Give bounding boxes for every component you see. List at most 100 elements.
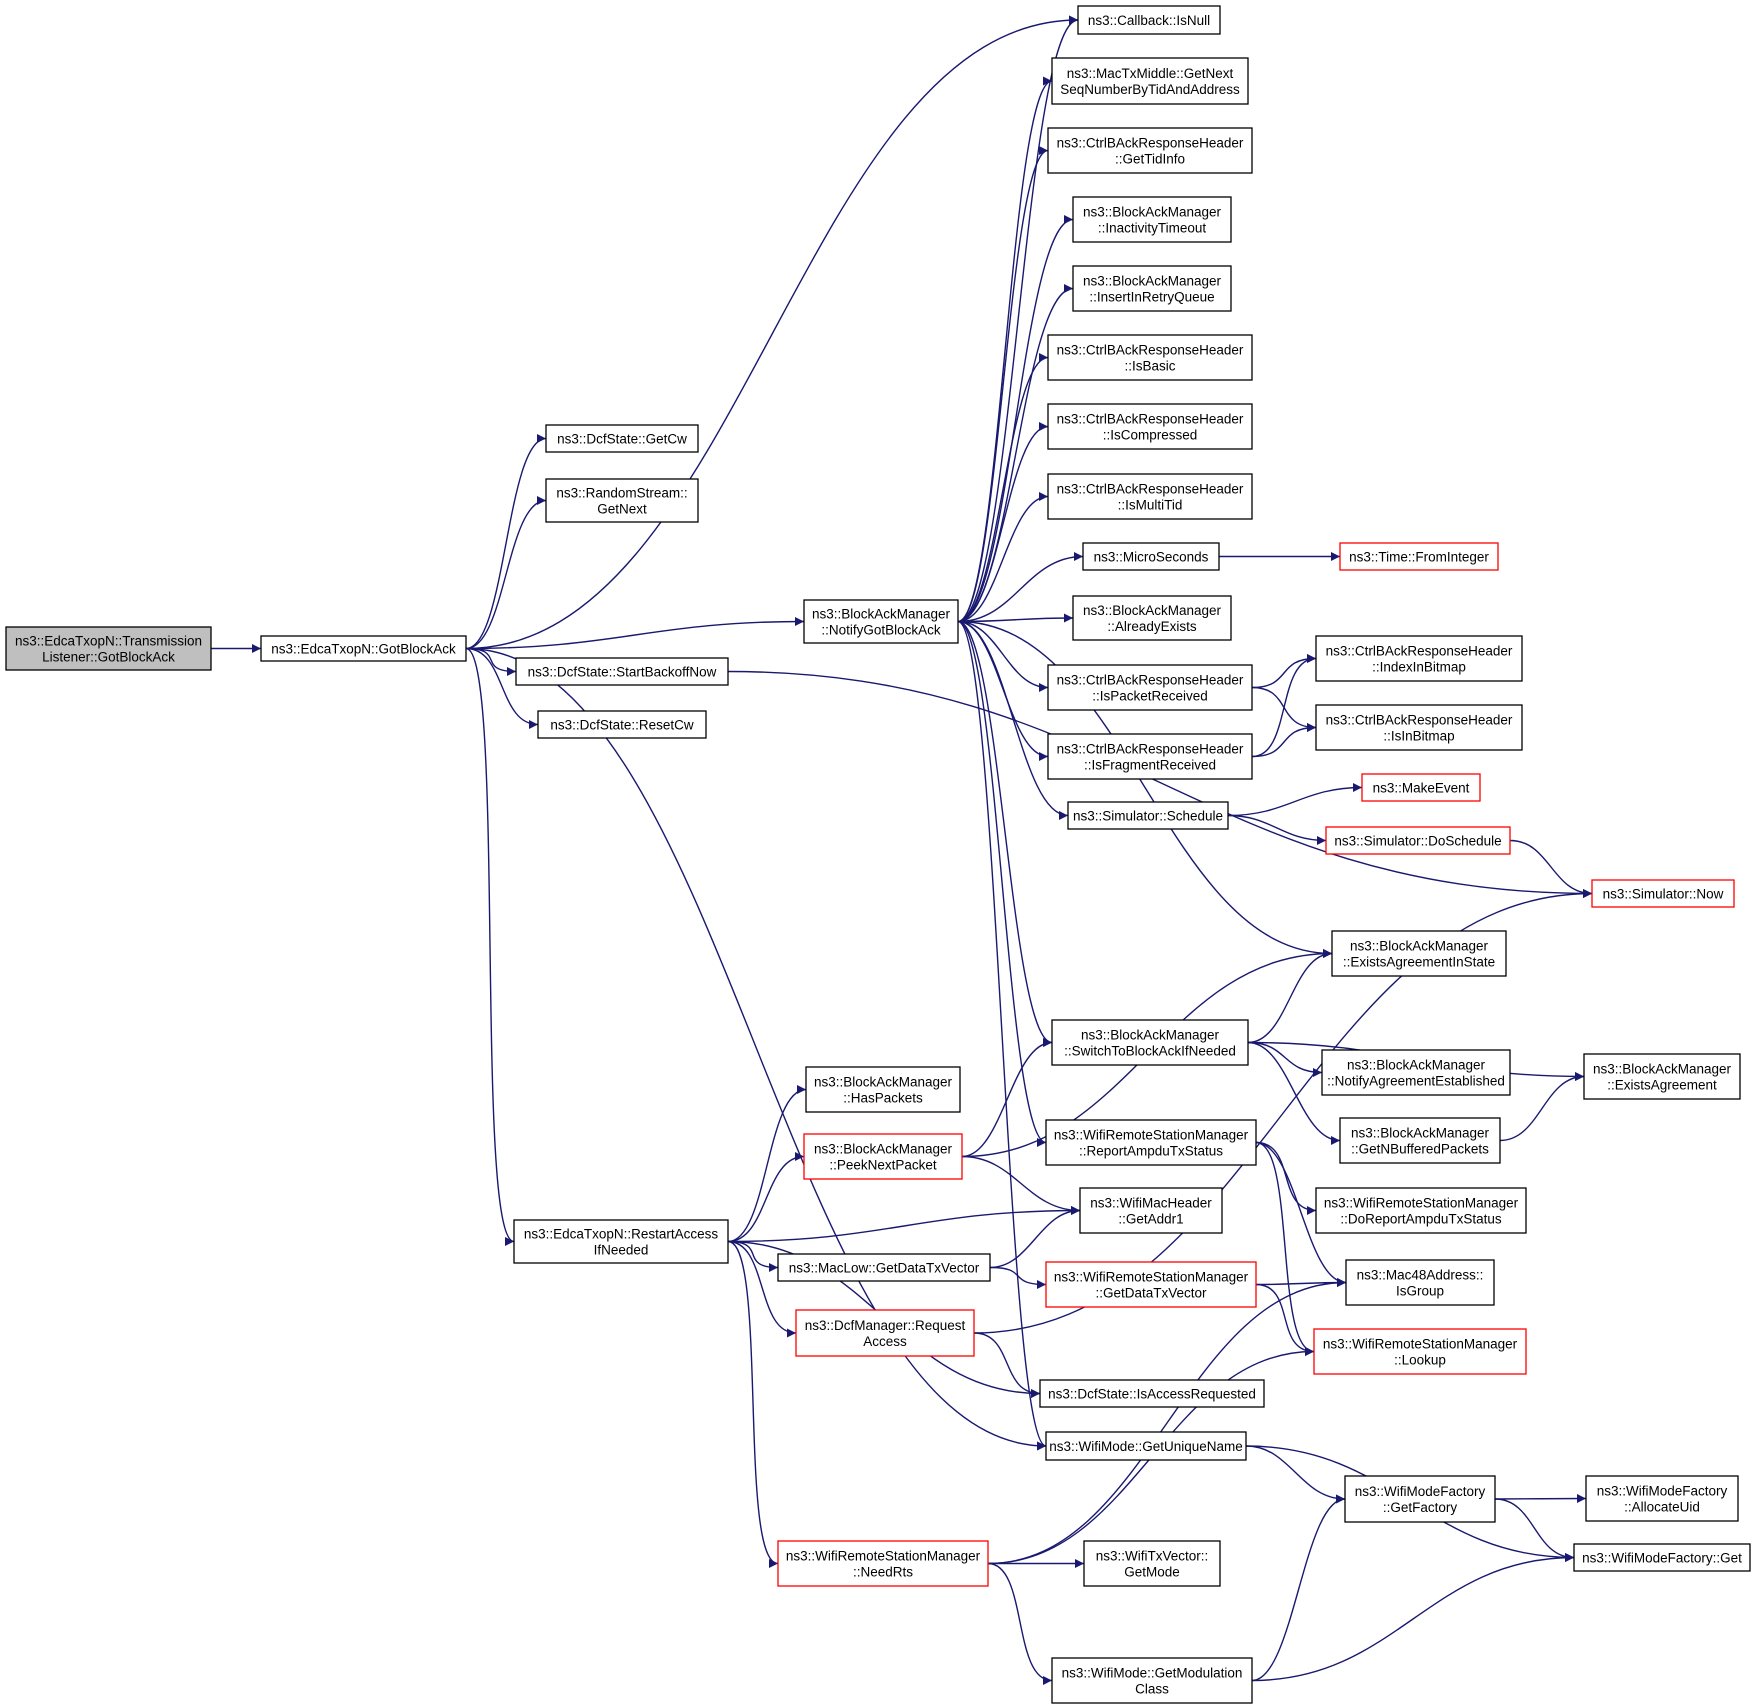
node-box[interactable] [1047, 334, 1253, 381]
node-box[interactable] [1047, 733, 1253, 780]
function-node-iscompressed[interactable]: ns3::CtrlBAckResponseHeader::IsCompresse… [1047, 403, 1253, 450]
node-box[interactable] [1339, 542, 1499, 571]
node-box[interactable] [1051, 1019, 1249, 1066]
node-box[interactable] [545, 424, 699, 453]
function-node-ismultitid[interactable]: ns3::CtrlBAckResponseHeader::IsMultiTid [1047, 473, 1253, 520]
function-node-getnextseq[interactable]: ns3::MacTxMiddle::GetNextSeqNumberByTidA… [1051, 57, 1249, 105]
function-node-wrsmgetdatatxvector[interactable]: ns3::WifiRemoteStationManager::GetDataTx… [1045, 1261, 1257, 1308]
function-node-gettidinfo[interactable]: ns3::CtrlBAckResponseHeader::GetTidInfo [1047, 127, 1253, 174]
node-box[interactable] [1047, 664, 1253, 711]
function-node-gotblockack[interactable]: ns3::EdcaTxopN::GotBlockAck [260, 635, 467, 662]
node-box[interactable] [1315, 1187, 1527, 1234]
function-node-getmode[interactable]: ns3::WifiTxVector::GetMode [1083, 1540, 1221, 1587]
node-box[interactable] [1051, 1657, 1253, 1704]
node-box[interactable] [1331, 930, 1507, 977]
function-node-existsagreementinstate[interactable]: ns3::BlockAckManager::ExistsAgreementInS… [1331, 930, 1507, 977]
function-node-microseconds[interactable]: ns3::MicroSeconds [1082, 542, 1220, 571]
function-node-doschedule[interactable]: ns3::Simulator::DoSchedule [1325, 826, 1511, 855]
function-node-isnull[interactable]: ns3::Callback::IsNull [1077, 5, 1221, 35]
function-node-peeknextpacket[interactable]: ns3::BlockAckManager::PeekNextPacket [803, 1133, 963, 1180]
node-box[interactable] [1051, 57, 1249, 105]
function-node-isfragmentreceived[interactable]: ns3::CtrlBAckResponseHeader::IsFragmentR… [1047, 733, 1253, 780]
function-node-insertretry[interactable]: ns3::BlockAckManager::InsertInRetryQueue [1072, 265, 1232, 312]
node-box[interactable] [803, 1133, 963, 1180]
node-box[interactable] [1339, 1117, 1501, 1164]
node-box[interactable] [1591, 879, 1735, 908]
node-box[interactable] [1585, 1475, 1739, 1522]
function-node-getuniquename[interactable]: ns3::WifiMode::GetUniqueName [1045, 1431, 1247, 1461]
function-node-allocateuid[interactable]: ns3::WifiModeFactory::AllocateUid [1585, 1475, 1739, 1522]
node-box[interactable] [1072, 595, 1232, 641]
node-box[interactable] [803, 599, 959, 644]
node-box[interactable] [1083, 1540, 1221, 1587]
node-box[interactable] [1045, 1431, 1247, 1461]
function-node-inactivity[interactable]: ns3::BlockAckManager::InactivityTimeout [1072, 196, 1232, 243]
function-node-isgroup[interactable]: ns3::Mac48Address::IsGroup [1345, 1259, 1495, 1306]
function-node-notifyagreement[interactable]: ns3::BlockAckManager::NotifyAgreementEst… [1321, 1049, 1511, 1096]
node-box[interactable] [1072, 196, 1232, 243]
node-box[interactable] [1077, 5, 1221, 35]
node-box[interactable] [1047, 473, 1253, 520]
function-node-startbackoff[interactable]: ns3::DcfState::StartBackoffNow [515, 657, 729, 686]
function-node-switchtoblockack[interactable]: ns3::BlockAckManager::SwitchToBlockAckIf… [1051, 1019, 1249, 1066]
function-node-makeevent[interactable]: ns3::MakeEvent [1361, 773, 1481, 802]
node-box[interactable] [545, 478, 699, 523]
node-box[interactable] [1573, 1543, 1751, 1572]
function-node-factoryget[interactable]: ns3::WifiModeFactory::Get [1573, 1543, 1751, 1572]
node-box[interactable] [1315, 704, 1523, 751]
function-node-doreportampdu[interactable]: ns3::WifiRemoteStationManager::DoReportA… [1315, 1187, 1527, 1234]
function-node-now[interactable]: ns3::Simulator::Now [1591, 879, 1735, 908]
function-node-schedule[interactable]: ns3::Simulator::Schedule [1067, 801, 1229, 830]
node-box[interactable] [1067, 801, 1229, 830]
node-box[interactable] [1325, 826, 1511, 855]
function-node-getnbuffered[interactable]: ns3::BlockAckManager::GetNBufferedPacket… [1339, 1117, 1501, 1164]
node-box[interactable] [795, 1309, 975, 1357]
node-box[interactable] [1082, 542, 1220, 571]
node-box[interactable] [1045, 1261, 1257, 1308]
function-node-indexinbitmap[interactable]: ns3::CtrlBAckResponseHeader::IndexInBitm… [1315, 635, 1523, 682]
node-box[interactable] [537, 710, 707, 739]
node-box[interactable] [5, 626, 212, 671]
node-box[interactable] [805, 1066, 961, 1113]
node-box[interactable] [1039, 1379, 1265, 1408]
node-box[interactable] [777, 1540, 989, 1587]
function-node-lookup[interactable]: ns3::WifiRemoteStationManager::Lookup [1313, 1328, 1527, 1375]
function-node-reportampdu[interactable]: ns3::WifiRemoteStationManager::ReportAmp… [1045, 1119, 1257, 1166]
function-node-isbasic[interactable]: ns3::CtrlBAckResponseHeader::IsBasic [1047, 334, 1253, 381]
node-box[interactable] [1345, 1259, 1495, 1306]
function-node-root[interactable]: ns3::EdcaTxopN::TransmissionListener::Go… [5, 626, 212, 671]
function-node-resetcw[interactable]: ns3::DcfState::ResetCw [537, 710, 707, 739]
function-node-getfactory[interactable]: ns3::WifiModeFactory::GetFactory [1344, 1475, 1496, 1523]
node-box[interactable] [1313, 1328, 1527, 1375]
function-node-isinbitmap[interactable]: ns3::CtrlBAckResponseHeader::IsInBitmap [1315, 704, 1523, 751]
node-box[interactable] [1321, 1049, 1511, 1096]
function-node-isaccessrequested[interactable]: ns3::DcfState::IsAccessRequested [1039, 1379, 1265, 1408]
function-node-getaddr1[interactable]: ns3::WifiMacHeader::GetAddr1 [1079, 1187, 1223, 1234]
function-node-ispacketreceived[interactable]: ns3::CtrlBAckResponseHeader::IsPacketRec… [1047, 664, 1253, 711]
function-node-existsagreement[interactable]: ns3::BlockAckManager::ExistsAgreement [1583, 1053, 1741, 1100]
node-box[interactable] [1583, 1053, 1741, 1100]
function-node-getcw[interactable]: ns3::DcfState::GetCw [545, 424, 699, 453]
node-box[interactable] [1047, 127, 1253, 174]
function-node-haspackets[interactable]: ns3::BlockAckManager::HasPackets [805, 1066, 961, 1113]
function-node-rsgetnext[interactable]: ns3::RandomStream::GetNext [545, 478, 699, 523]
node-box[interactable] [777, 1253, 991, 1282]
node-box[interactable] [1079, 1187, 1223, 1234]
node-box[interactable] [260, 635, 467, 662]
node-box[interactable] [513, 1219, 729, 1264]
node-box[interactable] [1361, 773, 1481, 802]
node-box[interactable] [1045, 1119, 1257, 1166]
function-node-needrts[interactable]: ns3::WifiRemoteStationManager::NeedRts [777, 1540, 989, 1587]
function-node-frominteger[interactable]: ns3::Time::FromInteger [1339, 542, 1499, 571]
function-node-macgetdatatxvector[interactable]: ns3::MacLow::GetDataTxVector [777, 1253, 991, 1282]
node-box[interactable] [1047, 403, 1253, 450]
function-node-alreadyexists[interactable]: ns3::BlockAckManager::AlreadyExists [1072, 595, 1232, 641]
node-box[interactable] [1315, 635, 1523, 682]
function-node-notifygotblockack[interactable]: ns3::BlockAckManager::NotifyGotBlockAck [803, 599, 959, 644]
node-box[interactable] [1072, 265, 1232, 312]
node-box[interactable] [515, 657, 729, 686]
node-box[interactable] [1344, 1475, 1496, 1523]
